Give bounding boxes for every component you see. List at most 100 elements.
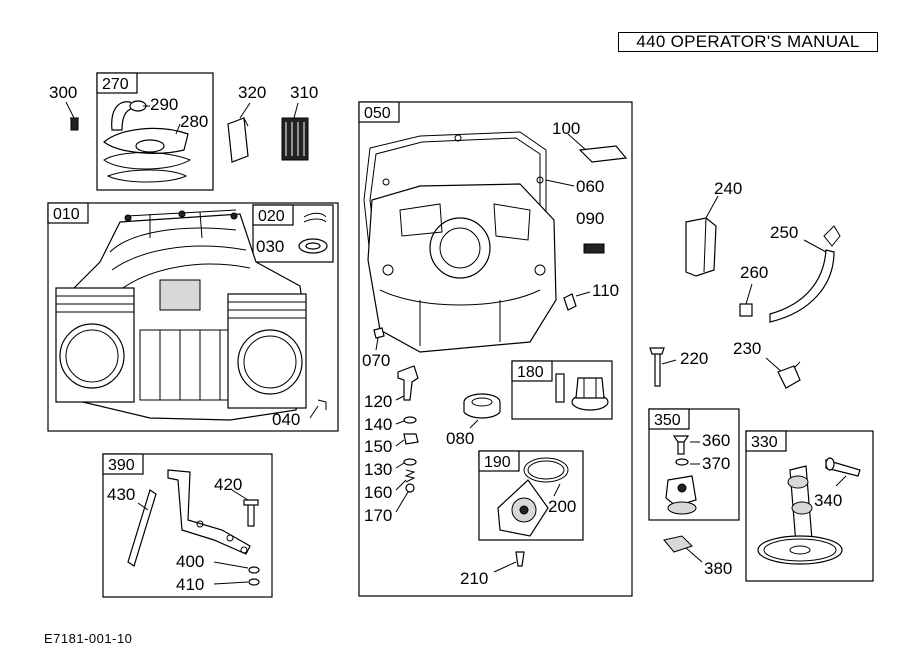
part-280-gasket-set <box>103 127 192 183</box>
part-080-oil-seal <box>463 393 501 419</box>
manual-title: 440 OPERATOR'S MANUAL <box>618 32 878 52</box>
part-260-clamp <box>739 303 753 317</box>
part-150-nut <box>403 433 419 445</box>
part-020-clip <box>303 212 327 223</box>
callout-340: 340 <box>814 491 842 510</box>
group-tag-050-text: 050 <box>364 105 391 122</box>
part-360-pin <box>672 435 690 455</box>
group-tag-350 <box>648 408 690 430</box>
part-230-sensor <box>777 361 801 389</box>
group-tag-390 <box>102 453 144 475</box>
group-tag-050 <box>358 101 400 123</box>
part-350-gear <box>665 475 697 515</box>
callout-120: 120 <box>364 392 392 411</box>
group-box-180 <box>511 360 613 420</box>
group-box-190 <box>478 450 584 541</box>
callout-280: 280 <box>180 112 208 131</box>
part-090-strainer <box>583 243 605 254</box>
callout-430: 430 <box>107 485 135 504</box>
group-box-330 <box>745 430 874 582</box>
part-330-camshaft <box>757 465 843 565</box>
group-tag-270 <box>96 72 138 94</box>
callout-380: 380 <box>704 559 732 578</box>
group-box-390 <box>102 453 273 598</box>
callout-400: 400 <box>176 552 204 571</box>
callout-250: 250 <box>770 223 798 242</box>
group-tag-180 <box>511 360 553 382</box>
part-420-screw <box>243 499 259 527</box>
group-box-350 <box>648 408 740 521</box>
part-300-bolt <box>70 117 79 131</box>
callout-170: 170 <box>364 506 392 525</box>
callout-060: 060 <box>576 177 604 196</box>
callout-070: 070 <box>362 351 390 370</box>
callout-030: 030 <box>256 237 284 256</box>
part-220-bolt <box>649 347 665 387</box>
callout-300: 300 <box>49 83 77 102</box>
callout-100: 100 <box>552 119 580 138</box>
callout-260: 260 <box>740 263 768 282</box>
part-120-dipstick-tube <box>397 365 419 401</box>
group-tag-330-text: 330 <box>751 434 778 451</box>
group-box-050 <box>358 101 633 597</box>
part-040-pin <box>317 399 327 410</box>
part-340-pin <box>825 457 861 477</box>
callout-410: 410 <box>176 575 204 594</box>
callout-150: 150 <box>364 437 392 456</box>
group-tag-390-text: 390 <box>108 457 135 474</box>
group-box-010 <box>47 202 339 432</box>
callout-200: 200 <box>548 497 576 516</box>
part-320-block <box>227 117 249 163</box>
callout-210: 210 <box>460 569 488 588</box>
callout-220: 220 <box>680 349 708 368</box>
group-tag-020-text: 020 <box>258 208 285 225</box>
part-400-bracket <box>167 469 251 555</box>
callout-360: 360 <box>702 431 730 450</box>
part-160-spring <box>404 469 416 483</box>
part-140-oring <box>403 416 417 424</box>
part-100-plate <box>578 145 628 163</box>
part-180-governor <box>555 373 609 411</box>
part-010-crankcase <box>55 209 307 421</box>
part-250-fuel-hose <box>769 225 841 323</box>
callout-420: 420 <box>214 475 242 494</box>
part-240-guard <box>685 217 717 277</box>
part-050-crankcase-cover <box>367 183 557 353</box>
callout-230: 230 <box>733 339 761 358</box>
part-030-washer <box>298 238 328 254</box>
callout-320: 320 <box>238 83 266 102</box>
group-tag-270-text: 270 <box>102 76 129 93</box>
group-tag-190 <box>478 450 520 472</box>
callout-240: 240 <box>714 179 742 198</box>
callout-110: 110 <box>592 281 619 300</box>
callout-370: 370 <box>702 454 730 473</box>
callout-040: 040 <box>272 410 300 429</box>
group-tag-020 <box>252 204 294 226</box>
group-tag-350-text: 350 <box>654 412 681 429</box>
part-190-pump <box>497 457 569 537</box>
part-380-plate <box>663 535 693 553</box>
callout-160: 160 <box>364 483 392 502</box>
group-tag-180-text: 180 <box>517 364 544 381</box>
callout-090: 090 <box>576 209 604 228</box>
callout-290: 290 <box>150 95 178 114</box>
group-tag-010-text: 010 <box>53 206 80 223</box>
part-290-seal <box>111 100 147 131</box>
group-tag-330 <box>745 430 787 452</box>
group-box-270 <box>96 72 214 191</box>
part-310-filter <box>281 117 309 161</box>
callout-130: 130 <box>364 460 392 479</box>
part-110-plug <box>563 293 577 311</box>
part-130-ring <box>403 458 417 466</box>
group-tag-190-text: 190 <box>484 454 511 471</box>
diagram-code: E7181-001-10 <box>44 631 133 646</box>
callout-140: 140 <box>364 415 392 434</box>
part-210-screw <box>515 551 525 567</box>
part-410-nut <box>248 566 260 586</box>
callout-310: 310 <box>290 83 318 102</box>
group-tag-010 <box>47 202 89 224</box>
part-170-ball <box>405 483 415 493</box>
part-430-rod <box>127 489 157 567</box>
